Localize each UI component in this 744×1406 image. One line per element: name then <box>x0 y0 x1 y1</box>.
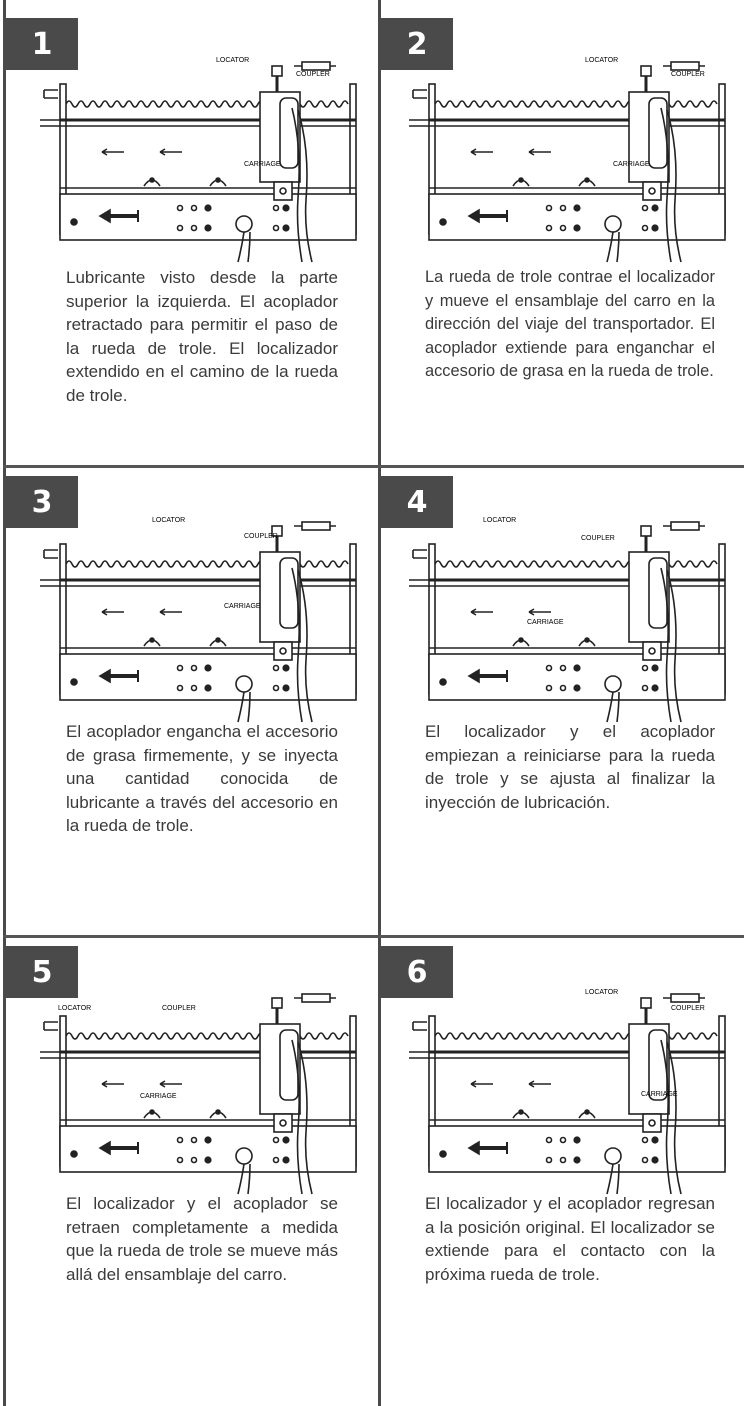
carriage-label: CARRIAGE <box>613 161 650 168</box>
step-number-badge: 4 <box>381 476 453 528</box>
carriage-label: CARRIAGE <box>244 161 281 168</box>
carriage-label: CARRIAGE <box>140 1093 177 1100</box>
step-number-badge: 3 <box>6 476 78 528</box>
step-caption: Lubricante visto desde la parte superior… <box>66 268 338 405</box>
lubricator-diagram: LOCATOR COUPLER CARRIAGE <box>38 992 358 1195</box>
step-number-badge: 2 <box>381 18 453 70</box>
lubricator-diagram: LOCATOR COUPLER CARRIAGE <box>407 57 727 263</box>
coupler-label: COUPLER <box>162 1005 196 1012</box>
step-caption: El localizador y el acoplador regresan a… <box>425 1194 715 1284</box>
center-divider <box>378 0 381 1406</box>
step-caption: El localizador y el acoplador se retraen… <box>66 1194 338 1284</box>
step-number-badge: 6 <box>381 946 453 998</box>
locator-label: LOCATOR <box>152 517 185 524</box>
lubricator-diagram: LOCATOR COUPLER CARRIAGE <box>38 517 358 723</box>
step-caption: La rueda de trole contrae el localizador… <box>425 268 715 381</box>
locator-label: LOCATOR <box>483 517 516 524</box>
step-panel-5: 5 LOCATOR COUPLER CARRIAGE El localizado… <box>6 938 378 1406</box>
carriage-label: CARRIAGE <box>224 603 261 610</box>
step-caption: El acoplador engancha el accesorio de gr… <box>66 722 338 836</box>
locator-label: LOCATOR <box>58 1005 91 1012</box>
coupler-label: COUPLER <box>671 71 705 78</box>
lubricator-diagram: LOCATOR COUPLER CARRIAGE <box>38 57 358 263</box>
coupler-label: COUPLER <box>244 533 278 540</box>
step-panel-4: 4 LOCATOR COUPLER CARRIAGE El localizado… <box>381 468 744 935</box>
step-panel-1: 1 LOCATOR COUPLER CARRIAGE Lubricante vi… <box>6 0 378 465</box>
step-panel-3: 3 LOCATOR COUPLER CARRIAGE El acoplador … <box>6 468 378 935</box>
carriage-label: CARRIAGE <box>641 1091 678 1098</box>
lubricator-diagram: LOCATOR COUPLER CARRIAGE <box>407 989 727 1195</box>
step-number-badge: 1 <box>6 18 78 70</box>
coupler-label: COUPLER <box>581 535 615 542</box>
coupler-label: COUPLER <box>296 71 330 78</box>
step-caption: El localizador y el acoplador empiezan a… <box>425 722 715 812</box>
row-divider-2 <box>3 935 744 938</box>
coupler-label: COUPLER <box>671 1005 705 1012</box>
locator-label: LOCATOR <box>585 989 618 996</box>
locator-label: LOCATOR <box>585 57 618 64</box>
row-divider-1 <box>3 465 744 468</box>
step-number-badge: 5 <box>6 946 78 998</box>
locator-label: LOCATOR <box>216 57 249 64</box>
step-panel-2: 2 LOCATOR COUPLER CARRIAGE La rueda de t… <box>381 0 744 465</box>
step-panel-6: 6 LOCATOR COUPLER CARRIAGE El localizado… <box>381 938 744 1406</box>
lubricator-diagram: LOCATOR COUPLER CARRIAGE <box>407 517 727 723</box>
carriage-label: CARRIAGE <box>527 619 564 626</box>
left-border <box>3 0 6 1406</box>
